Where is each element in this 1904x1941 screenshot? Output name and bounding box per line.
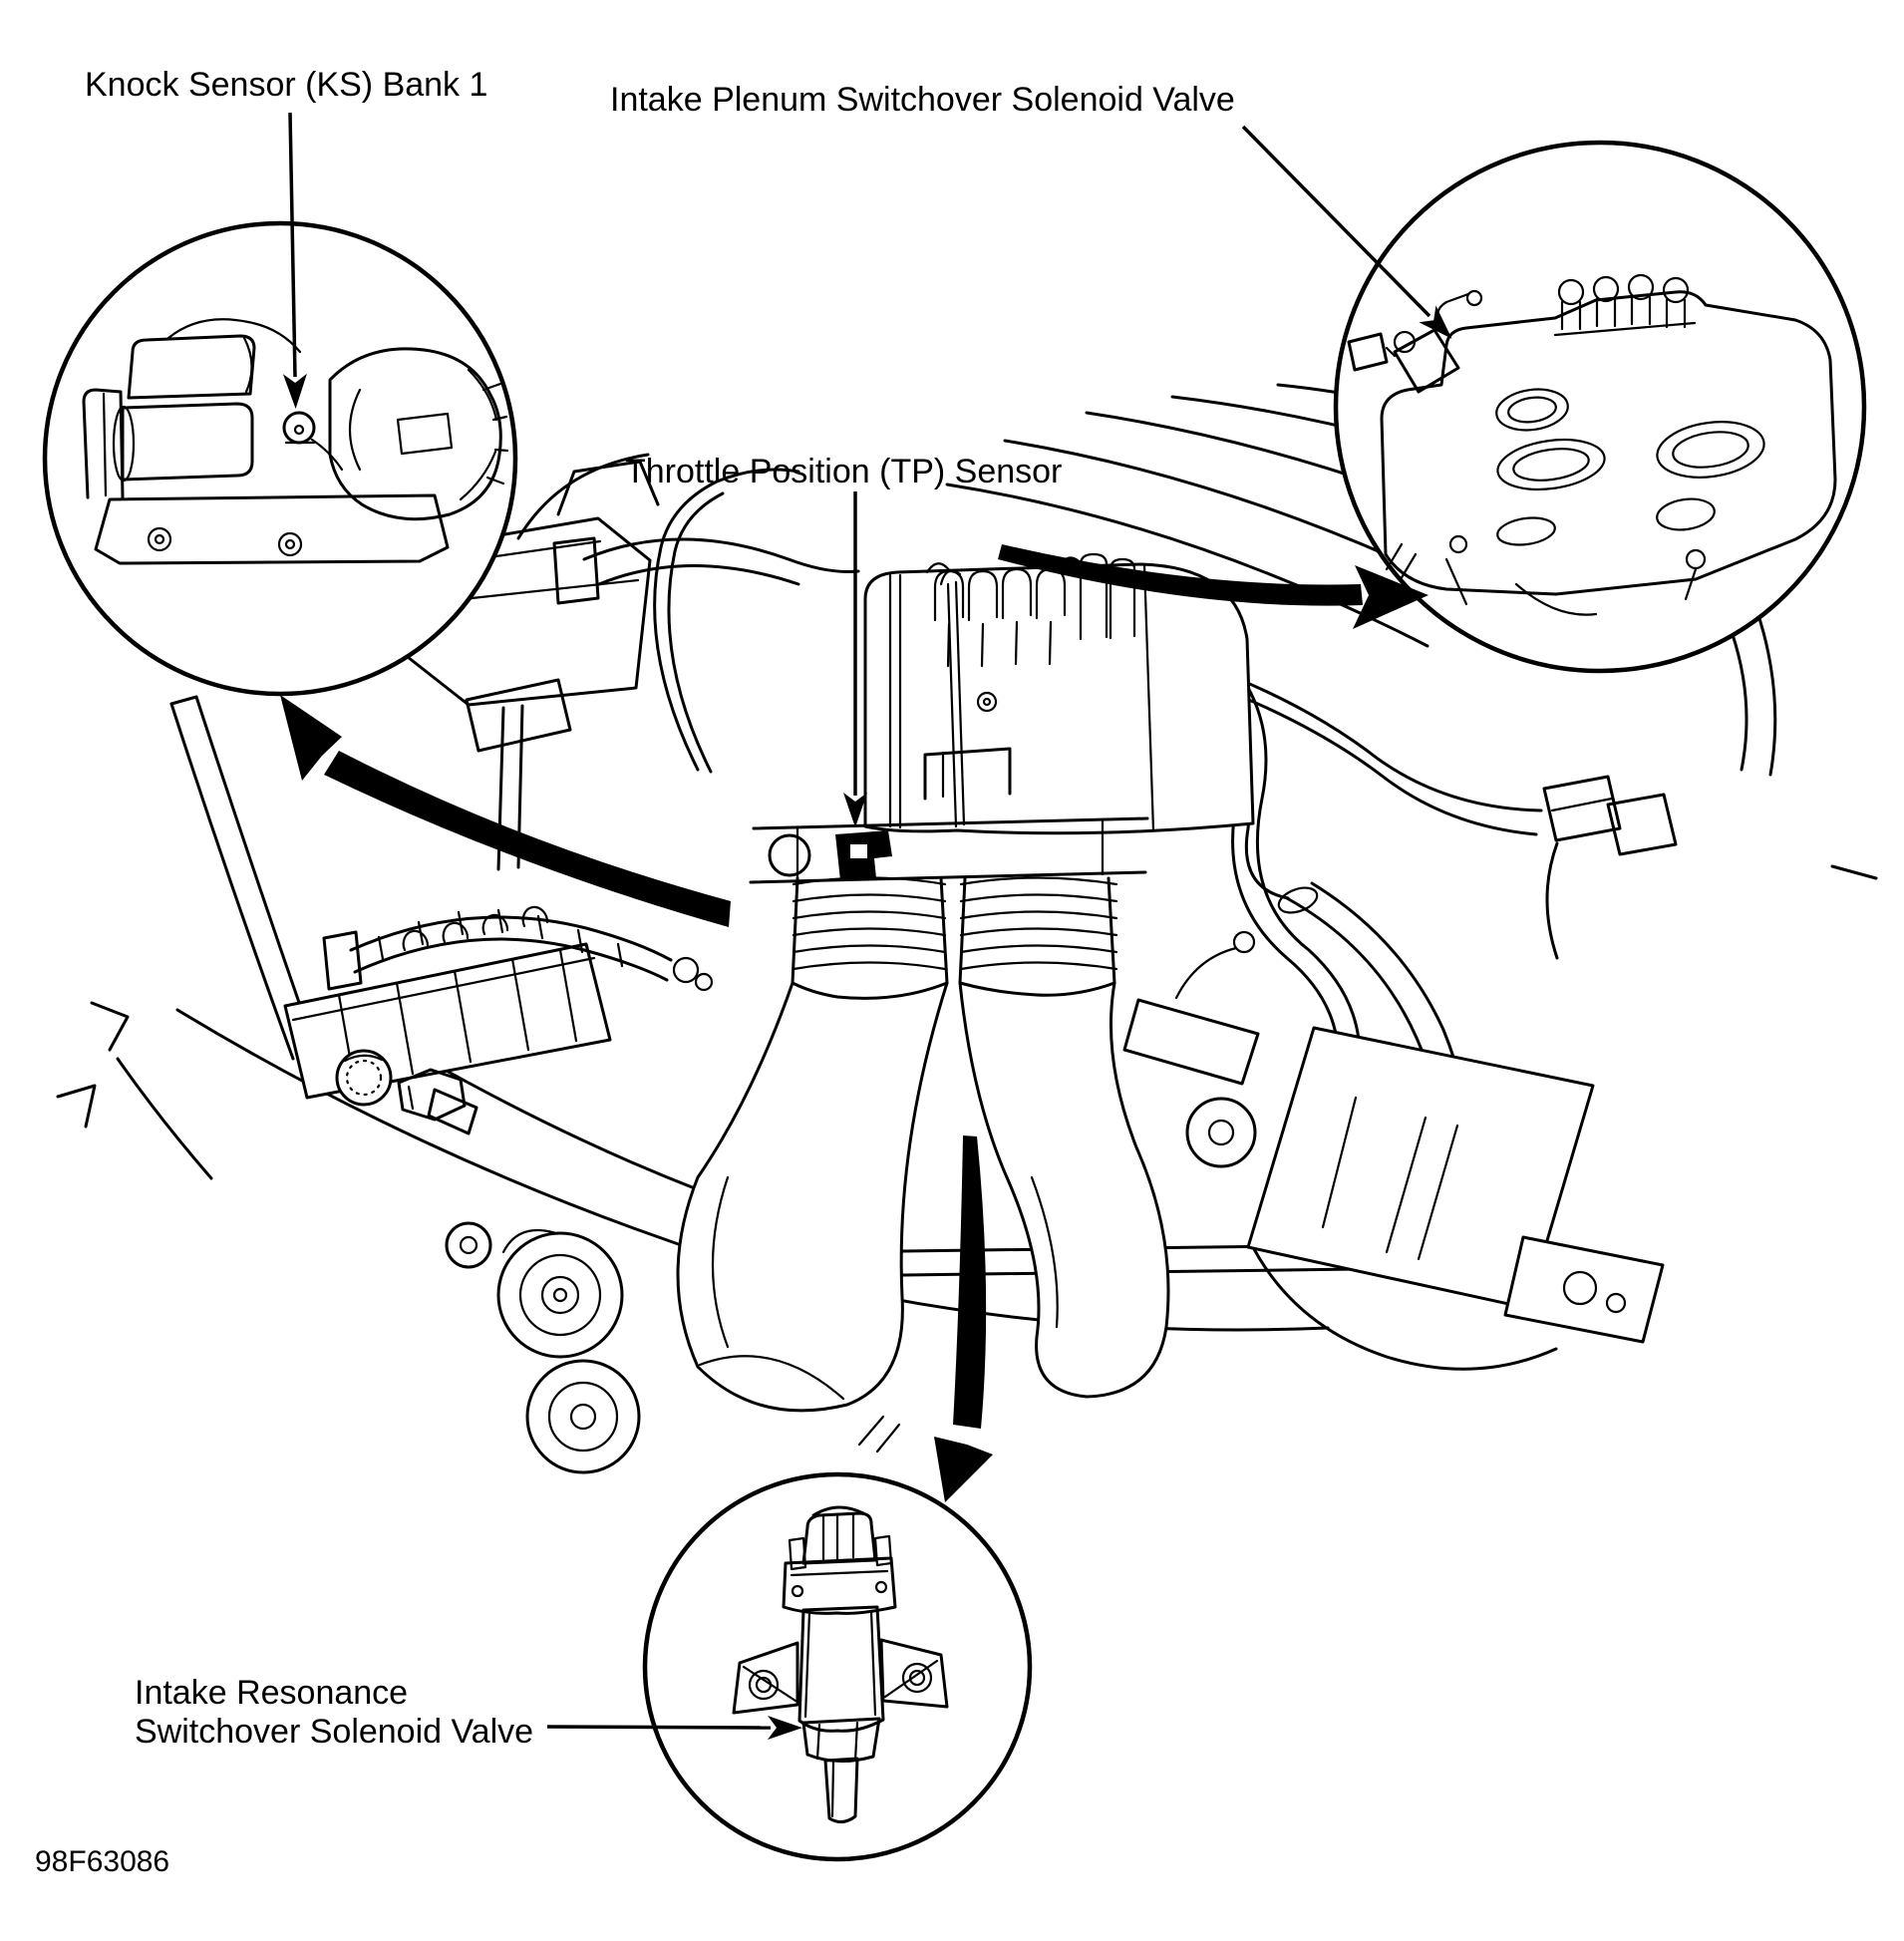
throttle-deck [749, 747, 1149, 884]
left-body-panel [56, 695, 315, 1180]
curved-arrow-to-intake-resonance-view [934, 1135, 993, 1502]
magnifier-circle-intake-resonance [642, 1471, 1033, 1862]
curved-arrow-to-intake-plenum-view [998, 544, 1428, 629]
intake-plenum-detail-art [1347, 273, 1837, 616]
label-intake-resonance-line2: Switchover Solenoid Valve [135, 1713, 533, 1751]
intake-ducts [676, 876, 1170, 1454]
air-box [1246, 1026, 1665, 1371]
knock-sensor-detail-view [42, 220, 518, 697]
dipstick-tube [939, 569, 966, 828]
intake-resonance-detail-art [732, 1505, 949, 1823]
pulleys [445, 1097, 1257, 1474]
leader-intake-resonance [546, 1715, 802, 1740]
knock-sensor-detail-art [82, 318, 509, 565]
label-intake-resonance-line1: Intake Resonance [135, 1674, 408, 1712]
label-knock-sensor: Knock Sensor (KS) Bank 1 [85, 66, 487, 104]
harness-tube [322, 908, 714, 992]
figure-id: 98F63086 [35, 1845, 169, 1878]
label-throttle-position: Throttle Position (TP) Sensor [625, 453, 1062, 490]
leader-lines [282, 112, 1452, 1740]
leader-intake-plenum [1241, 125, 1452, 339]
ac-pipe [653, 468, 800, 774]
magnifier-circle-intake-plenum [1333, 140, 1867, 674]
intake-resonance-detail-view [642, 1471, 1033, 1862]
callout-arrows [280, 544, 1428, 1502]
lower-right-bracket [1122, 930, 1260, 1086]
upper-hose [552, 536, 860, 605]
intake-plenum-detail-view [1333, 140, 1867, 674]
intake-plenum [863, 556, 1255, 835]
right-fender [1721, 598, 1878, 880]
label-intake-plenum-valve: Intake Plenum Switchover Solenoid Valve [610, 81, 1235, 119]
magnifier-circle-knock-sensor [42, 220, 518, 697]
front-sensors [335, 833, 811, 1135]
engine-line-art [56, 383, 1878, 1474]
leader-knock-sensor [282, 112, 307, 409]
curved-arrow-to-knock-sensor-view [280, 695, 731, 927]
